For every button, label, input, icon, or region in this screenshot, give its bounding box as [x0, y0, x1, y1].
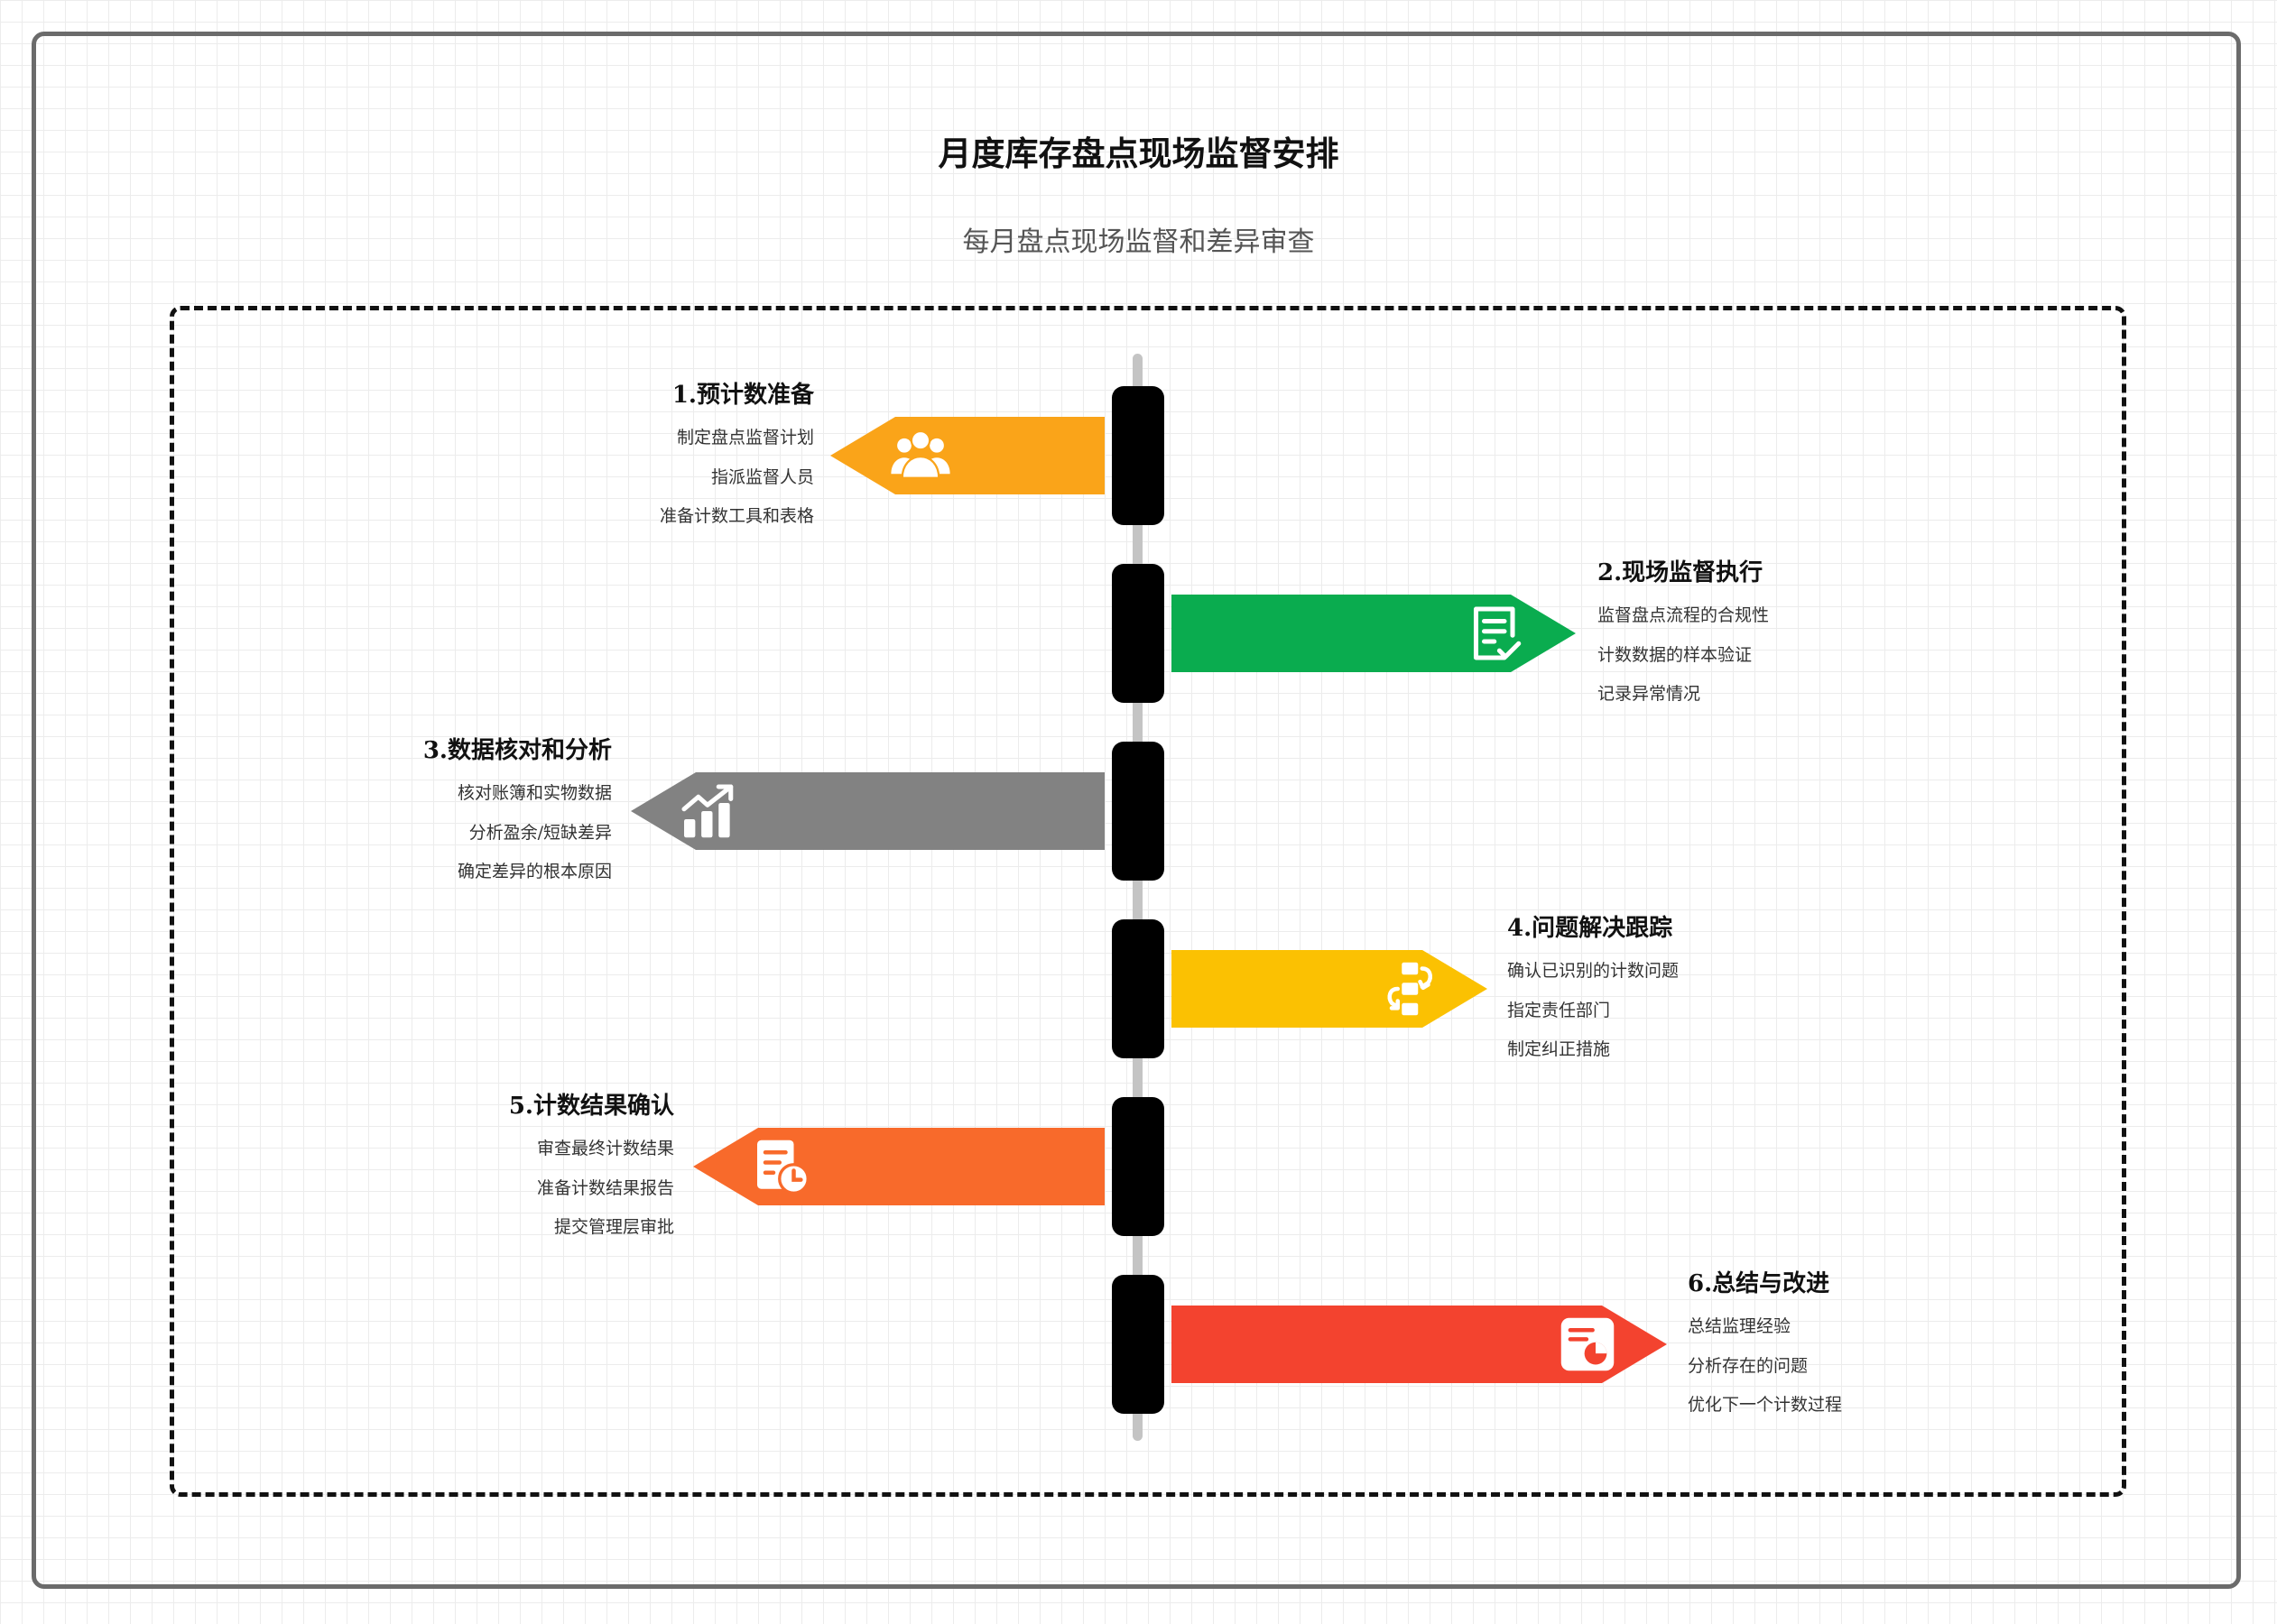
step-1-arrow	[830, 417, 1105, 494]
checklist-icon	[1464, 601, 1529, 666]
step-2-item: 计数数据的样本验证	[1597, 644, 1753, 665]
step-5-arrow	[693, 1128, 1105, 1205]
people-icon	[888, 423, 953, 488]
step-6-item: 分析存在的问题	[1688, 1355, 1809, 1376]
step-1-title: 1.预计数准备	[671, 382, 814, 409]
timeline-node-2	[1112, 564, 1164, 703]
step-1-text: 1.预计数准备 制定盘点监督计划 指派监督人员 准备计数工具和表格	[489, 379, 814, 537]
diagram-subtitle: 每月盘点现场监督和差异审查	[962, 226, 1315, 258]
step-3-item: 分析盈余/短缺差异	[468, 822, 612, 843]
step-1-item: 指派监督人员	[710, 466, 814, 487]
step-4-item: 制定纠正措施	[1507, 1039, 1611, 1059]
step-5-item: 准备计数结果报告	[536, 1177, 674, 1198]
step-2-title: 2.现场监督执行	[1597, 559, 1763, 586]
step-1-arrow-fill	[830, 417, 1105, 494]
step-6-item: 优化下一个计数过程	[1688, 1395, 1843, 1415]
step-3-title: 3.数据核对和分析	[422, 737, 612, 764]
step-6-item: 总结监理经验	[1688, 1316, 1791, 1336]
step-2-item: 监督盘点流程的合规性	[1597, 605, 1770, 625]
step-2-item: 记录异常情况	[1597, 684, 1701, 704]
process-flow-icon	[1375, 956, 1440, 1021]
step-4-title: 4.问题解决跟踪	[1507, 915, 1673, 942]
outer-frame	[32, 32, 2241, 1589]
step-2-text: 2.现场监督执行 监督盘点流程的合规性 计数数据的样本验证 记录异常情况	[1597, 557, 1922, 715]
chart-up-icon	[676, 779, 741, 844]
diagram-area	[170, 306, 2126, 1497]
step-3-item: 确定差异的根本原因	[457, 862, 612, 881]
step-5-text: 5.计数结果确认 审查最终计数结果 准备计数结果报告 提交管理层审批	[349, 1090, 674, 1248]
step-1-item: 准备计数工具和表格	[659, 506, 814, 526]
diagram-title: 月度库存盘点现场监督安排	[938, 134, 1339, 173]
step-5-title: 5.计数结果确认	[508, 1093, 674, 1120]
step-6-title: 6.总结与改进	[1688, 1270, 1830, 1297]
step-5-item: 提交管理层审批	[553, 1217, 674, 1237]
step-4-item: 指定责任部门	[1507, 1000, 1611, 1020]
timeline-node-4	[1112, 919, 1164, 1058]
timeline-node-6	[1112, 1275, 1164, 1414]
step-3-item: 核对账簿和实物数据	[457, 783, 612, 803]
timeline-node-3	[1112, 742, 1164, 881]
timeline-node-1	[1112, 386, 1164, 525]
report-pie-icon	[1555, 1312, 1620, 1377]
step-4-arrow	[1171, 950, 1487, 1028]
timeline-node-5	[1112, 1097, 1164, 1236]
step-1-item: 制定盘点监督计划	[676, 428, 814, 448]
step-3-arrow	[631, 772, 1105, 850]
timeline-spine	[1133, 354, 1143, 1441]
step-4-arrow-fill	[1171, 950, 1487, 1028]
step-3-text: 3.数据核对和分析 核对账簿和实物数据 分析盈余/短缺差异 确定差异的根本原因	[287, 734, 612, 892]
step-4-item: 确认已识别的计数问题	[1507, 961, 1680, 981]
step-6-arrow	[1171, 1306, 1667, 1383]
report-clock-icon	[749, 1134, 814, 1199]
step-5-item: 审查最终计数结果	[536, 1139, 674, 1158]
step-2-arrow	[1171, 595, 1576, 672]
step-4-text: 4.问题解决跟踪 确认已识别的计数问题 指定责任部门 制定纠正措施	[1507, 912, 1832, 1070]
step-6-text: 6.总结与改进 总结监理经验 分析存在的问题 优化下一个计数过程	[1688, 1268, 2013, 1426]
